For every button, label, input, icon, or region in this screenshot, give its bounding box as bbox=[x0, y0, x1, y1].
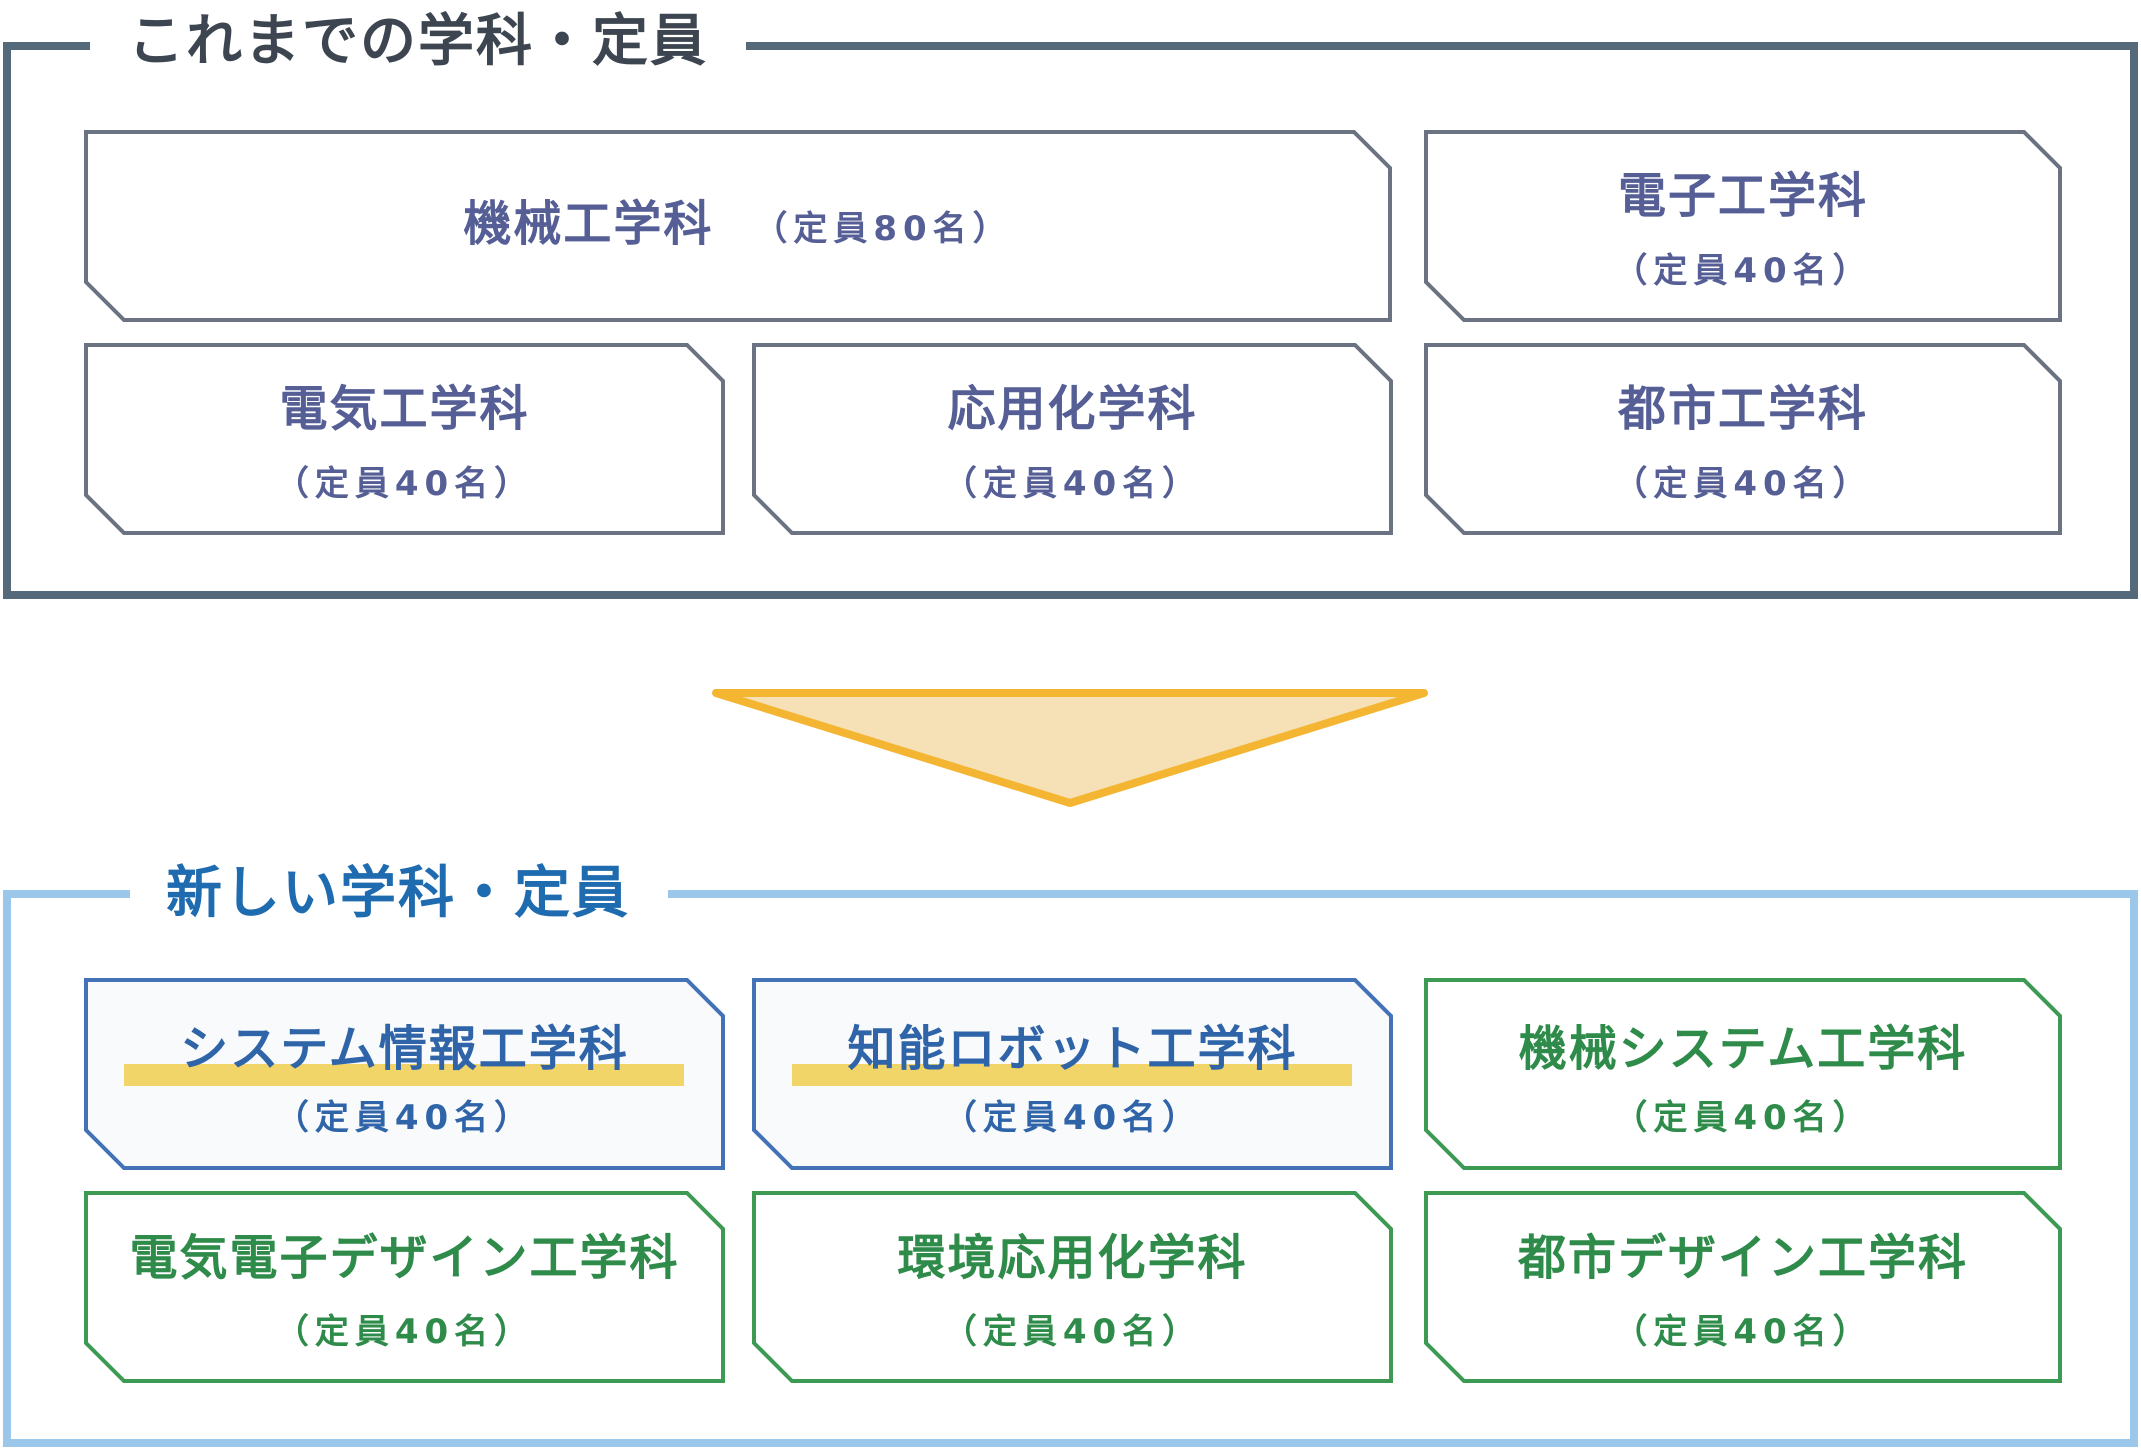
dept-name: 機械システム工学科 bbox=[1518, 1021, 1968, 1077]
dept-box-frame bbox=[84, 130, 1392, 322]
dept-box-electronics: 電子工学科 （定員40名） bbox=[1424, 130, 2062, 322]
dept-name: 都市工学科 bbox=[1617, 381, 1868, 437]
dept-capacity: （定員40名） bbox=[274, 1098, 535, 1138]
dept-capacity: （定員40名） bbox=[1613, 1312, 1873, 1352]
dept-capacity: （定員40名） bbox=[1613, 464, 1873, 504]
dept-name: 都市デザイン工学科 bbox=[1517, 1230, 1968, 1286]
dept-box-frame bbox=[1424, 1191, 2062, 1383]
dept-box-civil-design: 都市デザイン工学科 （定員40名） bbox=[1424, 1191, 2062, 1383]
dept-capacity: （定員40名） bbox=[942, 1312, 1203, 1352]
dept-box-mechanical: 機械工学科 （定員80名） bbox=[84, 130, 1392, 322]
dept-box-frame bbox=[1424, 343, 2062, 535]
dept-box-frame bbox=[1424, 978, 2062, 1170]
dept-box-intelligent-robotics: 知能ロボット工学科 （定員40名） bbox=[752, 978, 1393, 1170]
dept-box-frame bbox=[752, 1191, 1393, 1383]
dept-box-frame bbox=[84, 343, 725, 535]
dept-box-system-information: システム情報工学科 （定員40名） bbox=[84, 978, 725, 1170]
dept-box-electrical-electronic-design: 電気電子デザイン工学科 （定員40名） bbox=[84, 1191, 725, 1383]
dept-box-mechanical-systems: 機械システム工学科 （定員40名） bbox=[1424, 978, 2062, 1170]
old-departments-frame bbox=[3, 42, 2138, 599]
dept-capacity: （定員80名） bbox=[753, 209, 1013, 249]
dept-box-environmental-applied-chemistry: 環境応用化学科 （定員40名） bbox=[752, 1191, 1393, 1383]
dept-box-electrical: 電気工学科 （定員40名） bbox=[84, 343, 725, 535]
dept-box-applied-chemistry: 応用化学科 （定員40名） bbox=[752, 343, 1393, 535]
dept-box-frame bbox=[752, 343, 1393, 535]
dept-capacity: （定員40名） bbox=[1613, 1098, 1873, 1138]
dept-name: 知能ロボット工学科 bbox=[847, 1021, 1298, 1077]
dept-box-frame bbox=[1424, 130, 2062, 322]
dept-highlight bbox=[792, 1064, 1352, 1086]
dept-highlight bbox=[124, 1064, 684, 1086]
dept-capacity: （定員40名） bbox=[942, 1098, 1203, 1138]
dept-capacity: （定員40名） bbox=[274, 464, 535, 504]
dept-capacity: （定員40名） bbox=[942, 464, 1203, 504]
dept-name: 電子工学科 bbox=[1617, 168, 1868, 224]
dept-box-civil: 都市工学科 （定員40名） bbox=[1424, 343, 2062, 535]
dept-box-frame bbox=[84, 1191, 725, 1383]
dept-capacity: （定員40名） bbox=[274, 1312, 535, 1352]
dept-name: 環境応用化学科 bbox=[897, 1230, 1248, 1286]
dept-name: 電気電子デザイン工学科 bbox=[129, 1230, 680, 1286]
dept-name: システム情報工学科 bbox=[180, 1021, 629, 1077]
dept-name: 電気工学科 bbox=[279, 381, 530, 437]
old-departments-title: これまでの学科・定員 bbox=[90, 14, 746, 70]
new-departments-frame bbox=[3, 890, 2138, 1447]
dept-name: 機械工学科 bbox=[463, 196, 714, 252]
dept-capacity: （定員40名） bbox=[1613, 251, 1873, 291]
dept-name: 応用化学科 bbox=[947, 381, 1198, 437]
new-departments-title: 新しい学科・定員 bbox=[130, 866, 668, 922]
